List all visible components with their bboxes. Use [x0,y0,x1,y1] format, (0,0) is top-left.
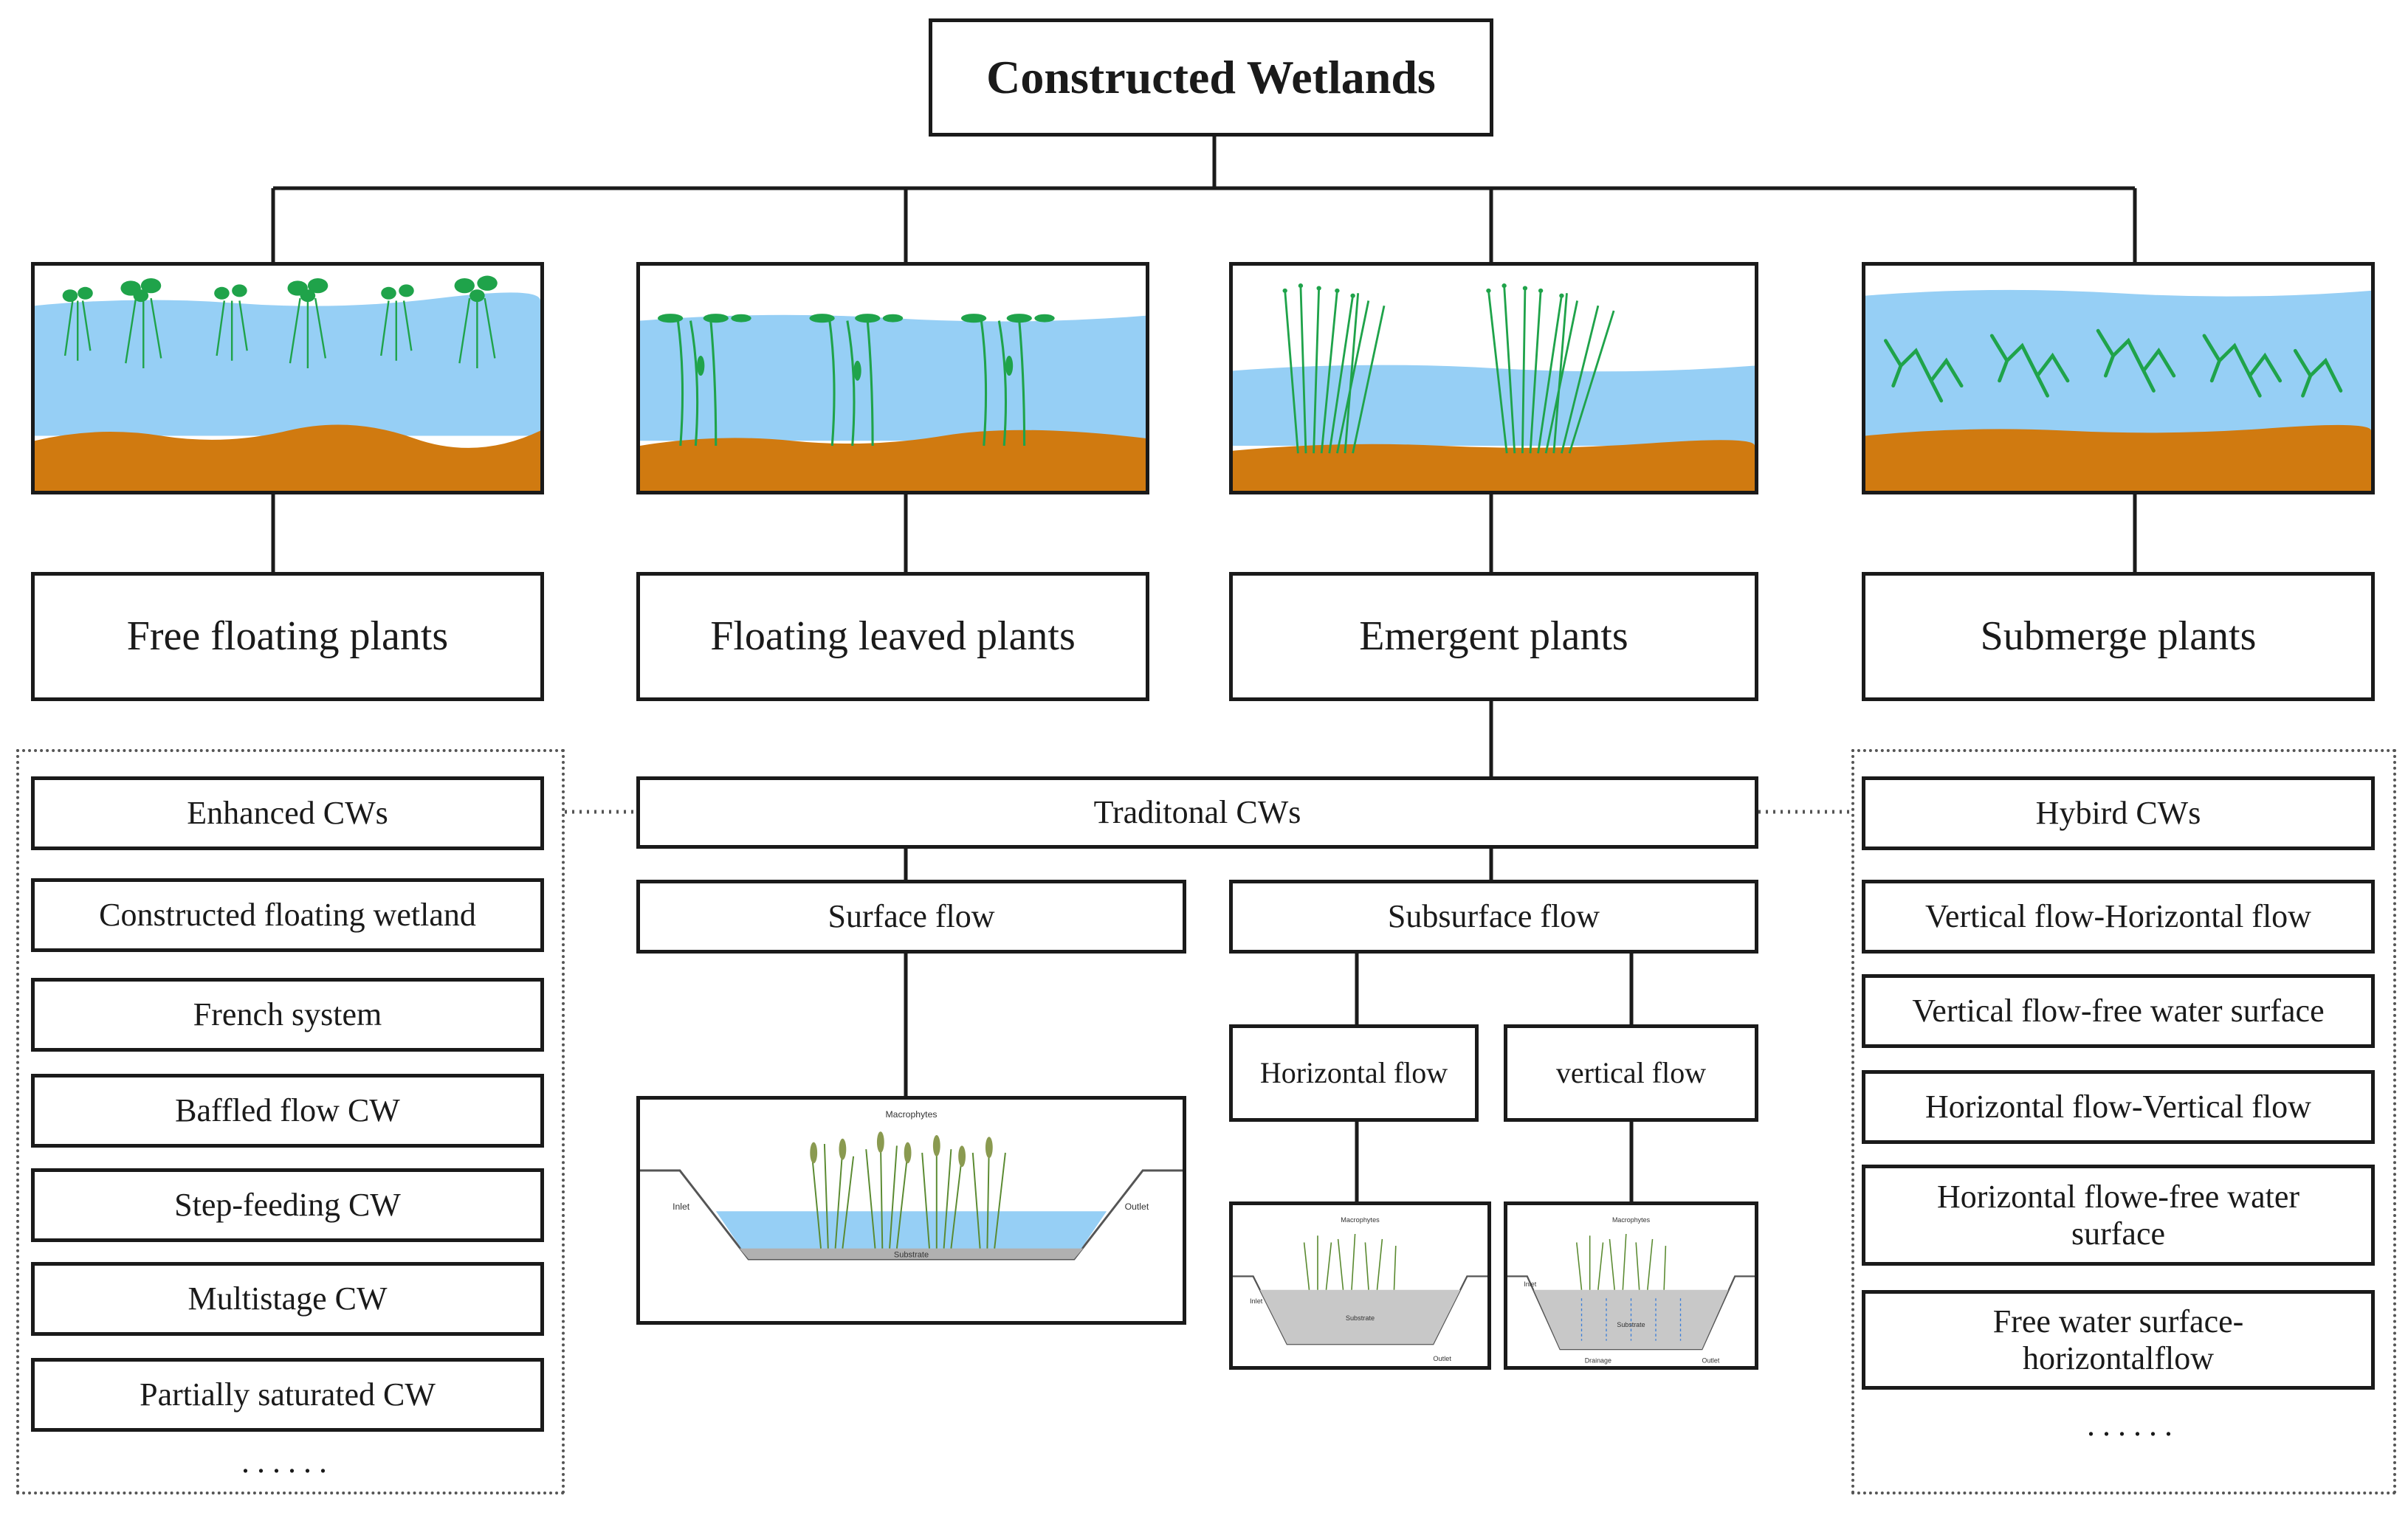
inlet-label: Inlet [1524,1280,1536,1288]
macrophytes-label: Macrophytes [1612,1216,1651,1224]
outlet-label: Outlet [1702,1356,1720,1364]
enhanced-item: Constructed floating wetland [31,878,544,952]
enhanced-more: ...... [241,1444,334,1480]
category-submerge: Submerge plants [1862,572,2375,701]
enhanced-item: French system [31,978,544,1052]
inlet-label: Inlet [1250,1297,1263,1305]
emergent-illustration [1229,262,1758,494]
category-free-floating: Free floating plants [31,572,544,701]
enhanced-item: Baffled flow CW [31,1074,544,1148]
enhanced-item: Partially saturated CW [31,1358,544,1432]
macrophytes-label: Macrophytes [885,1109,937,1120]
substrate-label: Substrate [894,1251,929,1260]
substrate-label: Substrate [1346,1314,1375,1322]
page-title: Constructed Wetlands [929,18,1493,137]
hybrid-cws-group [1851,749,2396,1494]
drainage-label: Drainage [1585,1356,1611,1364]
floating-leaved-illustration [636,262,1149,494]
hybrid-item: Horizontal flow-Vertical flow [1862,1070,2375,1144]
surface-flow-box: Surface flow [636,880,1186,954]
subsurface-flow-box: Subsurface flow [1229,880,1758,954]
submerge-illustration [1862,262,2375,494]
hybrid-more: ...... [2087,1407,2180,1443]
enhanced-item: Multistage CW [31,1262,544,1336]
enhanced-item: Step-feeding CW [31,1168,544,1242]
category-floating-leaved: Floating leaved plants [636,572,1149,701]
traditional-cws-header: Traditonal CWs [636,776,1758,849]
inlet-label: Inlet [672,1201,690,1212]
vertical-flow-schematic: Macrophytes Inlet Substrate Drainage Out… [1504,1201,1758,1370]
hybrid-item: Free water surface-horizontalflow [1862,1290,2375,1390]
hybrid-cws-header: Hybird CWs [1862,776,2375,850]
outlet-label: Outlet [1125,1201,1149,1212]
enhanced-cws-header: Enhanced CWs [31,776,544,850]
outlet-label: Outlet [1433,1355,1451,1362]
hybrid-item: Horizontal flowe-free water surface [1862,1165,2375,1266]
surface-flow-schematic: Macrophytes Inlet Outlet Substrate [636,1096,1186,1325]
category-emergent: Emergent plants [1229,572,1758,701]
horizontal-flow-schematic: Macrophytes Inlet Substrate Outlet [1229,1201,1491,1370]
hybrid-item: Vertical flow-free water surface [1862,974,2375,1048]
vertical-flow-box: vertical flow [1504,1024,1758,1122]
substrate-label: Substrate [1617,1321,1645,1328]
enhanced-cws-group [16,749,565,1494]
free-floating-illustration [31,262,544,494]
hybrid-item: Vertical flow-Horizontal flow [1862,880,2375,954]
horizontal-flow-box: Horizontal flow [1229,1024,1479,1122]
macrophytes-label: Macrophytes [1341,1216,1380,1224]
